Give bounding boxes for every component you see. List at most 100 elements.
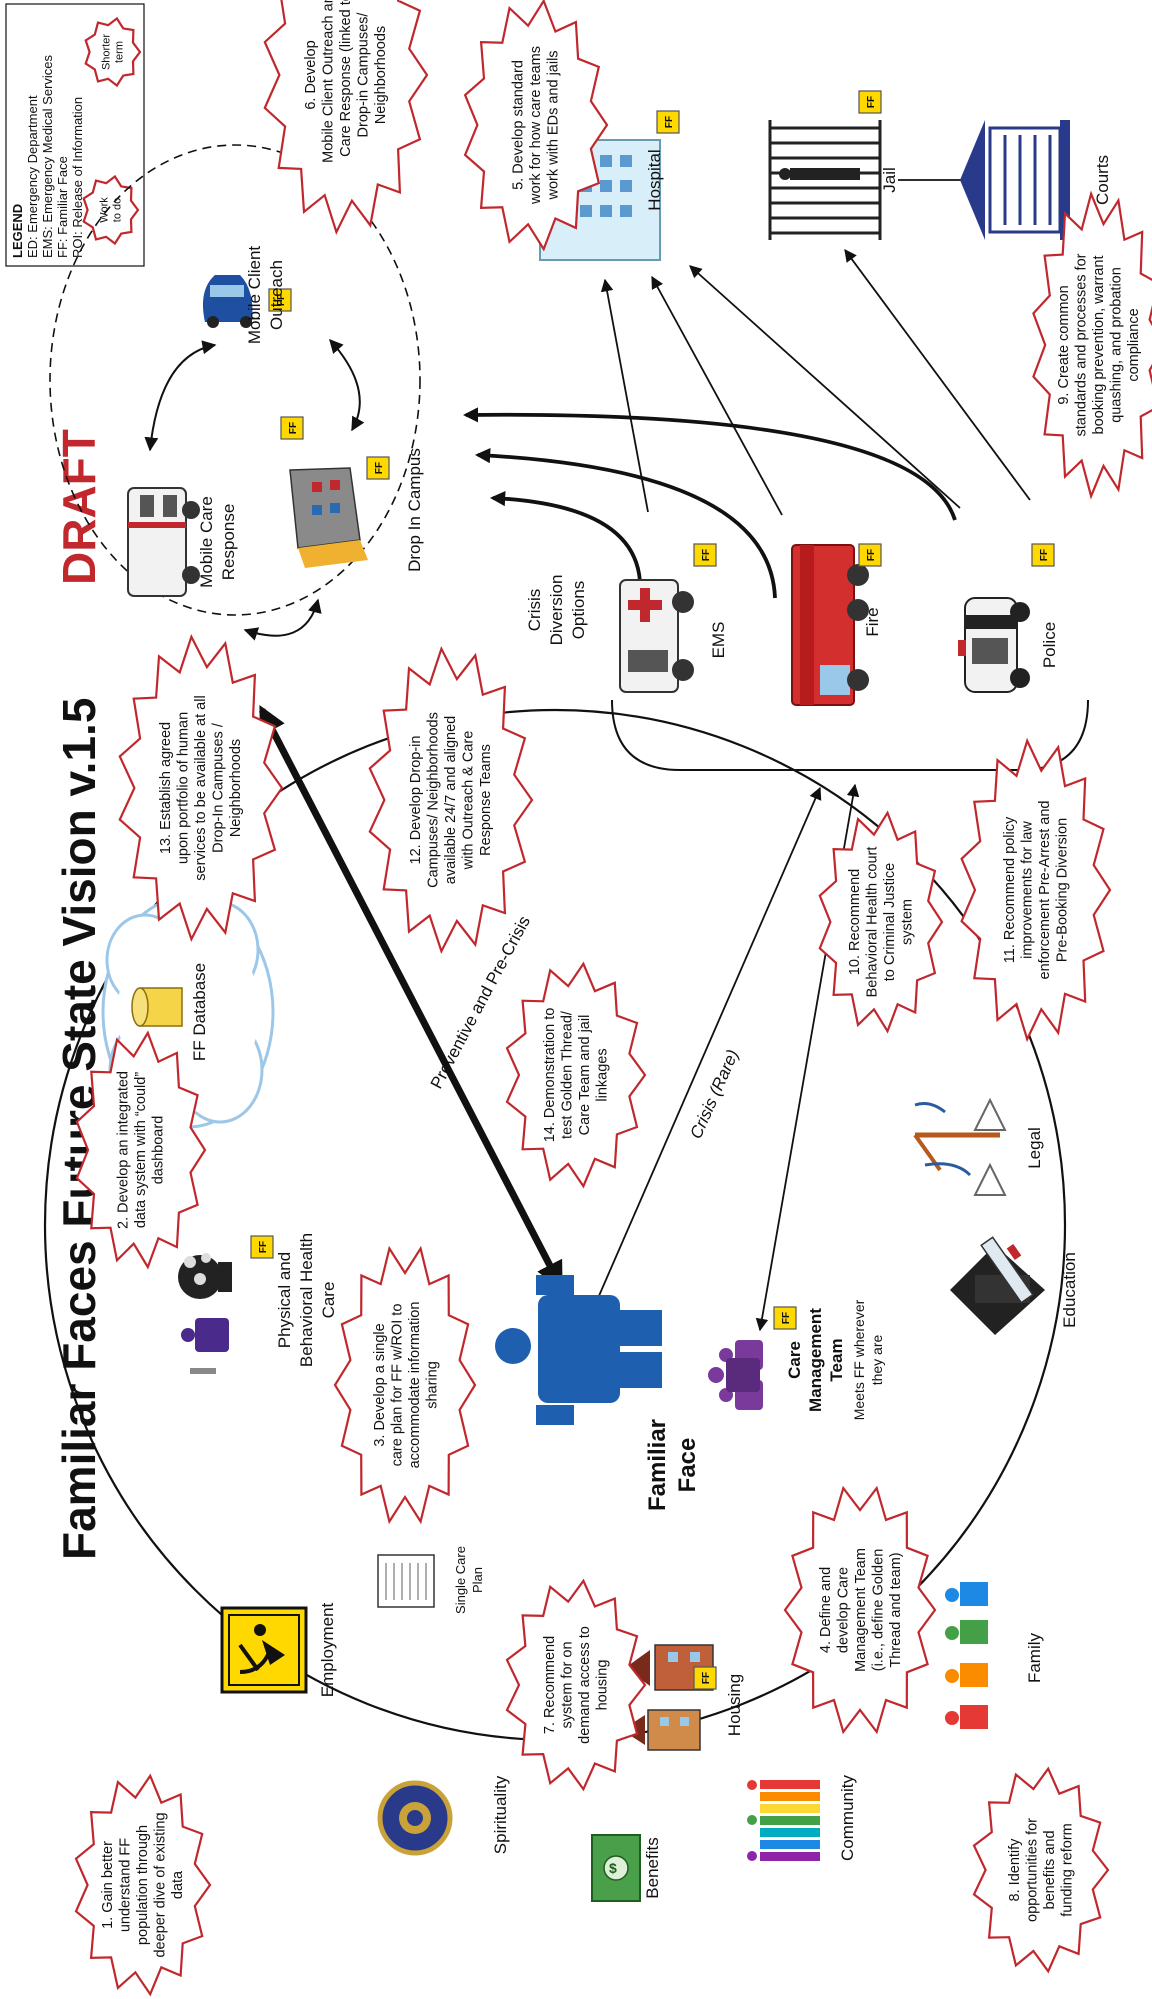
employment-sign-icon: [220, 1606, 308, 1694]
mobile-care-ambulance-icon: [127, 487, 200, 597]
education-cap-icon: [950, 1236, 1045, 1335]
mobile-care-response-label: Mobile Care: [197, 496, 216, 588]
node-labels: Familiar Face Physical and Behavioral He…: [190, 149, 1112, 1898]
crisis-arrow-label: Crisis (Rare): [686, 1047, 742, 1142]
arrow-ems-to-dropin: [489, 491, 642, 583]
ff-badge-text: FF: [1039, 549, 1050, 561]
burst-b9-text: compliance: [1126, 308, 1142, 381]
ff-badge-box: [268, 288, 292, 312]
burst-b12-text: Response Teams: [478, 744, 494, 856]
burst-b3-text: 3. Develop a single: [372, 1323, 388, 1446]
burst-b3-shape: [333, 1245, 477, 1525]
community-label: Community: [838, 1775, 857, 1861]
svg-text:$: $: [609, 1860, 617, 1876]
burst-b14-text: 14. Demonstration to: [542, 1008, 558, 1143]
ff-badge-text: FF: [276, 294, 287, 306]
burst-b8-text: 8. Identify: [1007, 1838, 1023, 1902]
community-people-icon: [747, 1780, 820, 1861]
ff-badge: FF: [773, 1306, 797, 1330]
education-label: Education: [1060, 1252, 1079, 1328]
legend-short-burst-text: term: [113, 41, 125, 63]
drop-in-campus-building-icon: [289, 467, 368, 568]
burst-b9-text: quashing, and probation: [1109, 267, 1125, 423]
burst-b13-text: Drop-In Campuses /: [211, 722, 227, 853]
ff-badge-box: [656, 110, 680, 134]
benefits-money-icon: $: [591, 1834, 641, 1902]
legend-short-burst-text: Shorter: [100, 34, 112, 70]
hospital-label: Hospital: [645, 149, 664, 210]
burst-b14-text: Care Team and jail: [577, 1015, 593, 1136]
burst-b1-text: deeper dive of existing: [153, 1812, 169, 1957]
housing-label: Housing: [725, 1674, 744, 1736]
legal-label: Legal: [1025, 1127, 1044, 1169]
jail-bars-icon: [768, 120, 882, 240]
burst-b3-text: sharing: [424, 1361, 440, 1409]
arrow-mobile-care-to-outreach: [144, 340, 217, 452]
burst-b11-text: 11. Recommend policy: [1002, 816, 1018, 963]
burst-b1-text: understand FF: [118, 1838, 134, 1932]
burst-b12-text: 12. Develop Drop-in: [408, 736, 424, 865]
drop-in-dashed-circle: [49, 144, 421, 616]
crisis-diversion-label: Crisis: [525, 589, 544, 632]
arrow-ems-to-hospital: [600, 278, 649, 513]
ff-badge-text: FF: [866, 549, 877, 561]
burst-b1-text: 1. Gain better: [100, 1841, 116, 1929]
arrow-outreach-to-campus: [329, 338, 365, 432]
ff-badge: FF: [250, 1235, 274, 1259]
burst-b4-text: (i.e., define Golden: [871, 1549, 887, 1672]
mobile-client-outreach-label: Mobile Client: [245, 246, 264, 345]
crisis-diversion-bracket: [611, 699, 1089, 771]
burst-b1-shape: [74, 1773, 212, 1997]
burst-b13-text: 13. Establish agreed: [158, 722, 174, 854]
burst-b12-text: Campuses/ Neighborhoods: [426, 712, 442, 888]
burst-b13-text: upon portfolio of human: [176, 712, 192, 864]
family-label: Family: [1025, 1632, 1044, 1683]
care-management-sub-label: Meets FF wherever: [851, 1299, 867, 1420]
ff-badge: FF: [366, 456, 390, 480]
care-management-sub-label: they are: [869, 1334, 885, 1385]
burst-b9-text: standards and processes for: [1074, 253, 1090, 436]
burst-b4-text: Thread and team): [888, 1552, 904, 1667]
ff-badge-box: [1031, 543, 1055, 567]
arrow-fire-to-dropin: [474, 448, 777, 599]
burst-b2-text: data system with “could”: [133, 1072, 149, 1229]
burst-b1-text: population through: [135, 1825, 151, 1945]
burst-b2-text: 2. Develop an integrated: [116, 1071, 132, 1229]
physical-behavioral-label: Care: [319, 1282, 338, 1319]
burst-b3-text: care plan for FF w/ROI to: [389, 1304, 405, 1467]
physical-behavioral-label: Physical and: [275, 1252, 294, 1348]
ff-badge-box: [693, 543, 717, 567]
ff-badge-text: FF: [781, 1312, 792, 1324]
mobile-care-response-label: Response: [219, 504, 238, 581]
burst-b4-text: develop Care: [836, 1567, 852, 1653]
family-figures-icon: [945, 1582, 988, 1729]
burst-b12-shape: [368, 645, 534, 955]
burst-b5-shape: [463, 0, 609, 252]
police-car-icon: [958, 597, 1030, 693]
title: Familiar Faces Future State Vision v.1.5…: [53, 429, 105, 1560]
ff-badge: FF: [693, 543, 717, 567]
legend-work-burst-text: to do: [111, 198, 123, 222]
ff-badge-text: FF: [664, 116, 675, 128]
burst-b7-text: demand access to: [577, 1626, 593, 1744]
care-management-team-label: Management: [806, 1308, 825, 1412]
burst-b8-text: funding reform: [1059, 1823, 1075, 1917]
burst-b1-text: data: [170, 1870, 186, 1899]
legend-work-burst-shape: [82, 174, 140, 246]
ff-badge: FF: [656, 110, 680, 134]
burst-b7-text: 7. Recommend: [542, 1636, 558, 1734]
ff-badge-text: FF: [288, 422, 299, 434]
burst-b9-text: 9. Create common: [1056, 285, 1072, 404]
care-management-team-label: Team: [827, 1338, 846, 1381]
ff-badge-box: [250, 1235, 274, 1259]
burst-b8-shape: [972, 1766, 1110, 1974]
